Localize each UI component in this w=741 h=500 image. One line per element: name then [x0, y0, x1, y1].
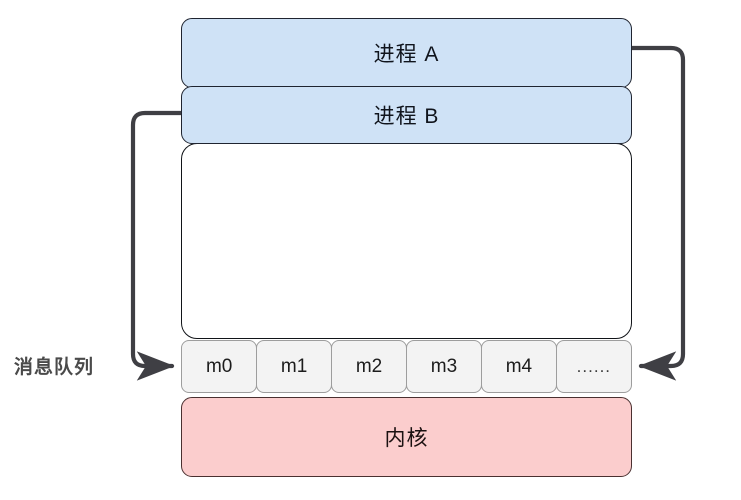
queue-cell-m0[interactable]: m0 [181, 340, 258, 393]
queue-cell-m0-label: m0 [205, 355, 233, 377]
queue-cell-m3-label: m3 [430, 355, 458, 377]
queue-cell-m4[interactable]: m4 [480, 340, 558, 393]
message-queue-label: 消息队列 [14, 357, 95, 378]
arrow-proc-b-to-queue-head [130, 110, 184, 381]
process-b-label: 进程 B [373, 105, 440, 128]
process-a-label: 进程 A [373, 43, 440, 66]
message-queue-strip: m0 m1 m2 m3 m4 ...... [181, 340, 633, 393]
arrow-proc-a-to-queue-tail [629, 45, 686, 381]
process-b-box[interactable]: 进程 B [181, 86, 632, 144]
queue-cell-ellipsis-label: ...... [576, 356, 612, 376]
queue-cell-m1-label: m1 [280, 355, 308, 377]
queue-cell-m3[interactable]: m3 [405, 340, 483, 393]
queue-cell-m1[interactable]: m1 [255, 340, 333, 393]
kernel-label: 内核 [384, 427, 429, 450]
queue-cell-m2[interactable]: m2 [330, 340, 408, 393]
queue-cell-m4-label: m4 [505, 355, 533, 377]
queue-cell-m2-label: m2 [355, 355, 383, 377]
kernel-box[interactable]: 内核 [181, 397, 632, 477]
userspace-empty-box [181, 143, 632, 339]
process-a-box[interactable]: 进程 A [181, 18, 632, 88]
queue-cell-ellipsis[interactable]: ...... [555, 340, 633, 393]
